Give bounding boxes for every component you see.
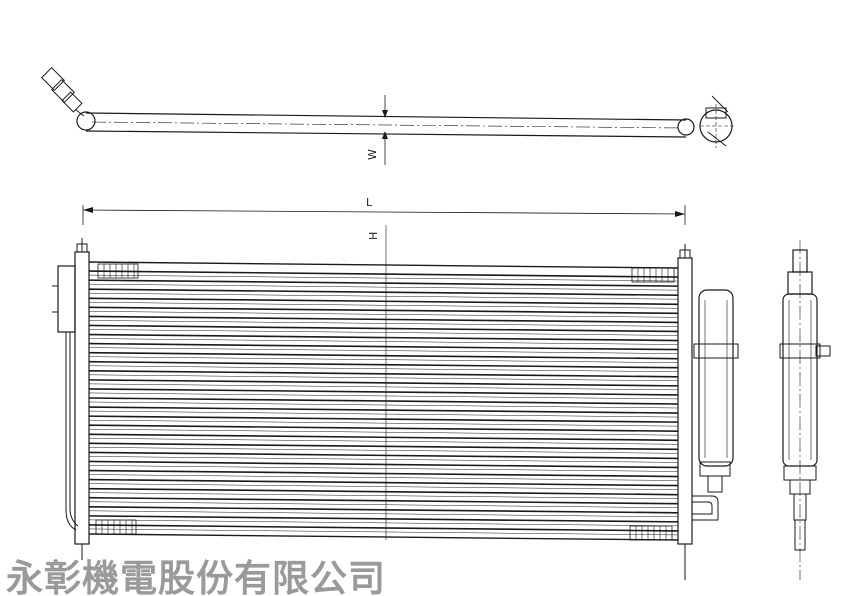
core-tube: [88, 515, 679, 523]
core-tube-edge: [88, 292, 679, 300]
core-tube-edge: [88, 283, 679, 291]
core-tube-edge: [88, 383, 679, 391]
core-tube-edge: [88, 447, 679, 454]
core-tube-edge: [88, 510, 679, 518]
core-tube: [88, 370, 679, 378]
top-view-centerline: [91, 121, 681, 129]
core-tube-edge: [88, 329, 679, 336]
right-header-tank: [677, 244, 693, 580]
core-tube: [88, 342, 679, 351]
right-mount-boss: [677, 118, 695, 136]
core-tube: [88, 469, 679, 478]
core-tube: [88, 451, 679, 460]
core-tube: [88, 406, 679, 414]
core-tube: [88, 288, 679, 296]
core-bottom-edge: [88, 533, 679, 541]
top-view: W: [40, 66, 736, 165]
core-tube: [88, 415, 679, 423]
core-tube: [88, 460, 679, 469]
core-tube-edge: [88, 374, 679, 382]
side-view: [779, 240, 831, 580]
fin-hatch-top-right: [631, 267, 675, 283]
core-tube-edge: [88, 302, 679, 309]
l-dimension: L: [82, 196, 686, 225]
core-tube-edge: [88, 528, 679, 536]
core-tube-edge: [88, 347, 679, 354]
core-tube-edge: [88, 401, 679, 409]
core-tube: [88, 442, 679, 451]
condenser-core: [88, 261, 679, 541]
company-watermark: 永彰機電股份有限公司: [6, 557, 386, 596]
core-tube: [88, 360, 679, 369]
fin-hatch-bottom-right: [629, 525, 673, 541]
core-tube: [88, 433, 679, 442]
h-dimension-label: H: [367, 232, 380, 240]
core-tube: [88, 478, 679, 487]
core-tube: [88, 270, 679, 278]
core-tube-edge: [88, 438, 679, 445]
core-tube: [88, 379, 679, 387]
core-tube: [88, 388, 679, 396]
core-tube-edge: [88, 320, 679, 327]
core-tube-edge: [88, 338, 679, 345]
left-mount-boss: [76, 111, 96, 131]
core-tube: [88, 324, 679, 333]
core-tube: [88, 279, 679, 287]
core-tube-edge: [88, 365, 679, 372]
core-tube: [88, 487, 679, 496]
core-tube: [88, 351, 679, 360]
core-tube: [88, 297, 679, 306]
core-tube-edge: [88, 519, 679, 527]
left-header-tank: [52, 238, 90, 560]
core-tube-edge: [88, 501, 679, 508]
front-view: [52, 238, 739, 580]
core-tube-edge: [88, 356, 679, 363]
core-tube-edge: [88, 456, 679, 463]
receiver-drier: [692, 289, 739, 521]
core-tube-edge: [88, 465, 679, 472]
core-tube-edge: [88, 492, 679, 499]
core-tube-edge: [88, 483, 679, 490]
core-tube: [88, 397, 679, 405]
core-tube-edge: [88, 474, 679, 481]
core-tube-edge: [88, 428, 679, 436]
core-tube-edge: [88, 392, 679, 400]
core-tube: [88, 506, 679, 514]
l-dimension-label: L: [366, 196, 373, 209]
outlet-fitting: [699, 95, 736, 148]
core-tube-edge: [88, 274, 679, 282]
core-tube-edge: [88, 311, 679, 318]
w-dimension: W: [366, 95, 388, 165]
core-tube-edge: [88, 419, 679, 427]
core-top-edge: [88, 261, 679, 269]
core-tube: [88, 424, 679, 432]
top-view-upper-edge: [85, 112, 687, 121]
core-tube: [88, 496, 679, 505]
w-dimension-label: W: [366, 149, 379, 160]
core-tube: [88, 306, 679, 315]
core-tube-edge: [88, 410, 679, 418]
fin-hatch-bottom-left: [95, 519, 137, 535]
fin-hatch-top-left: [97, 263, 139, 279]
inlet-fitting: [40, 66, 85, 117]
core-tube: [88, 524, 679, 532]
core-tube: [88, 333, 679, 342]
core-tube: [88, 315, 679, 324]
